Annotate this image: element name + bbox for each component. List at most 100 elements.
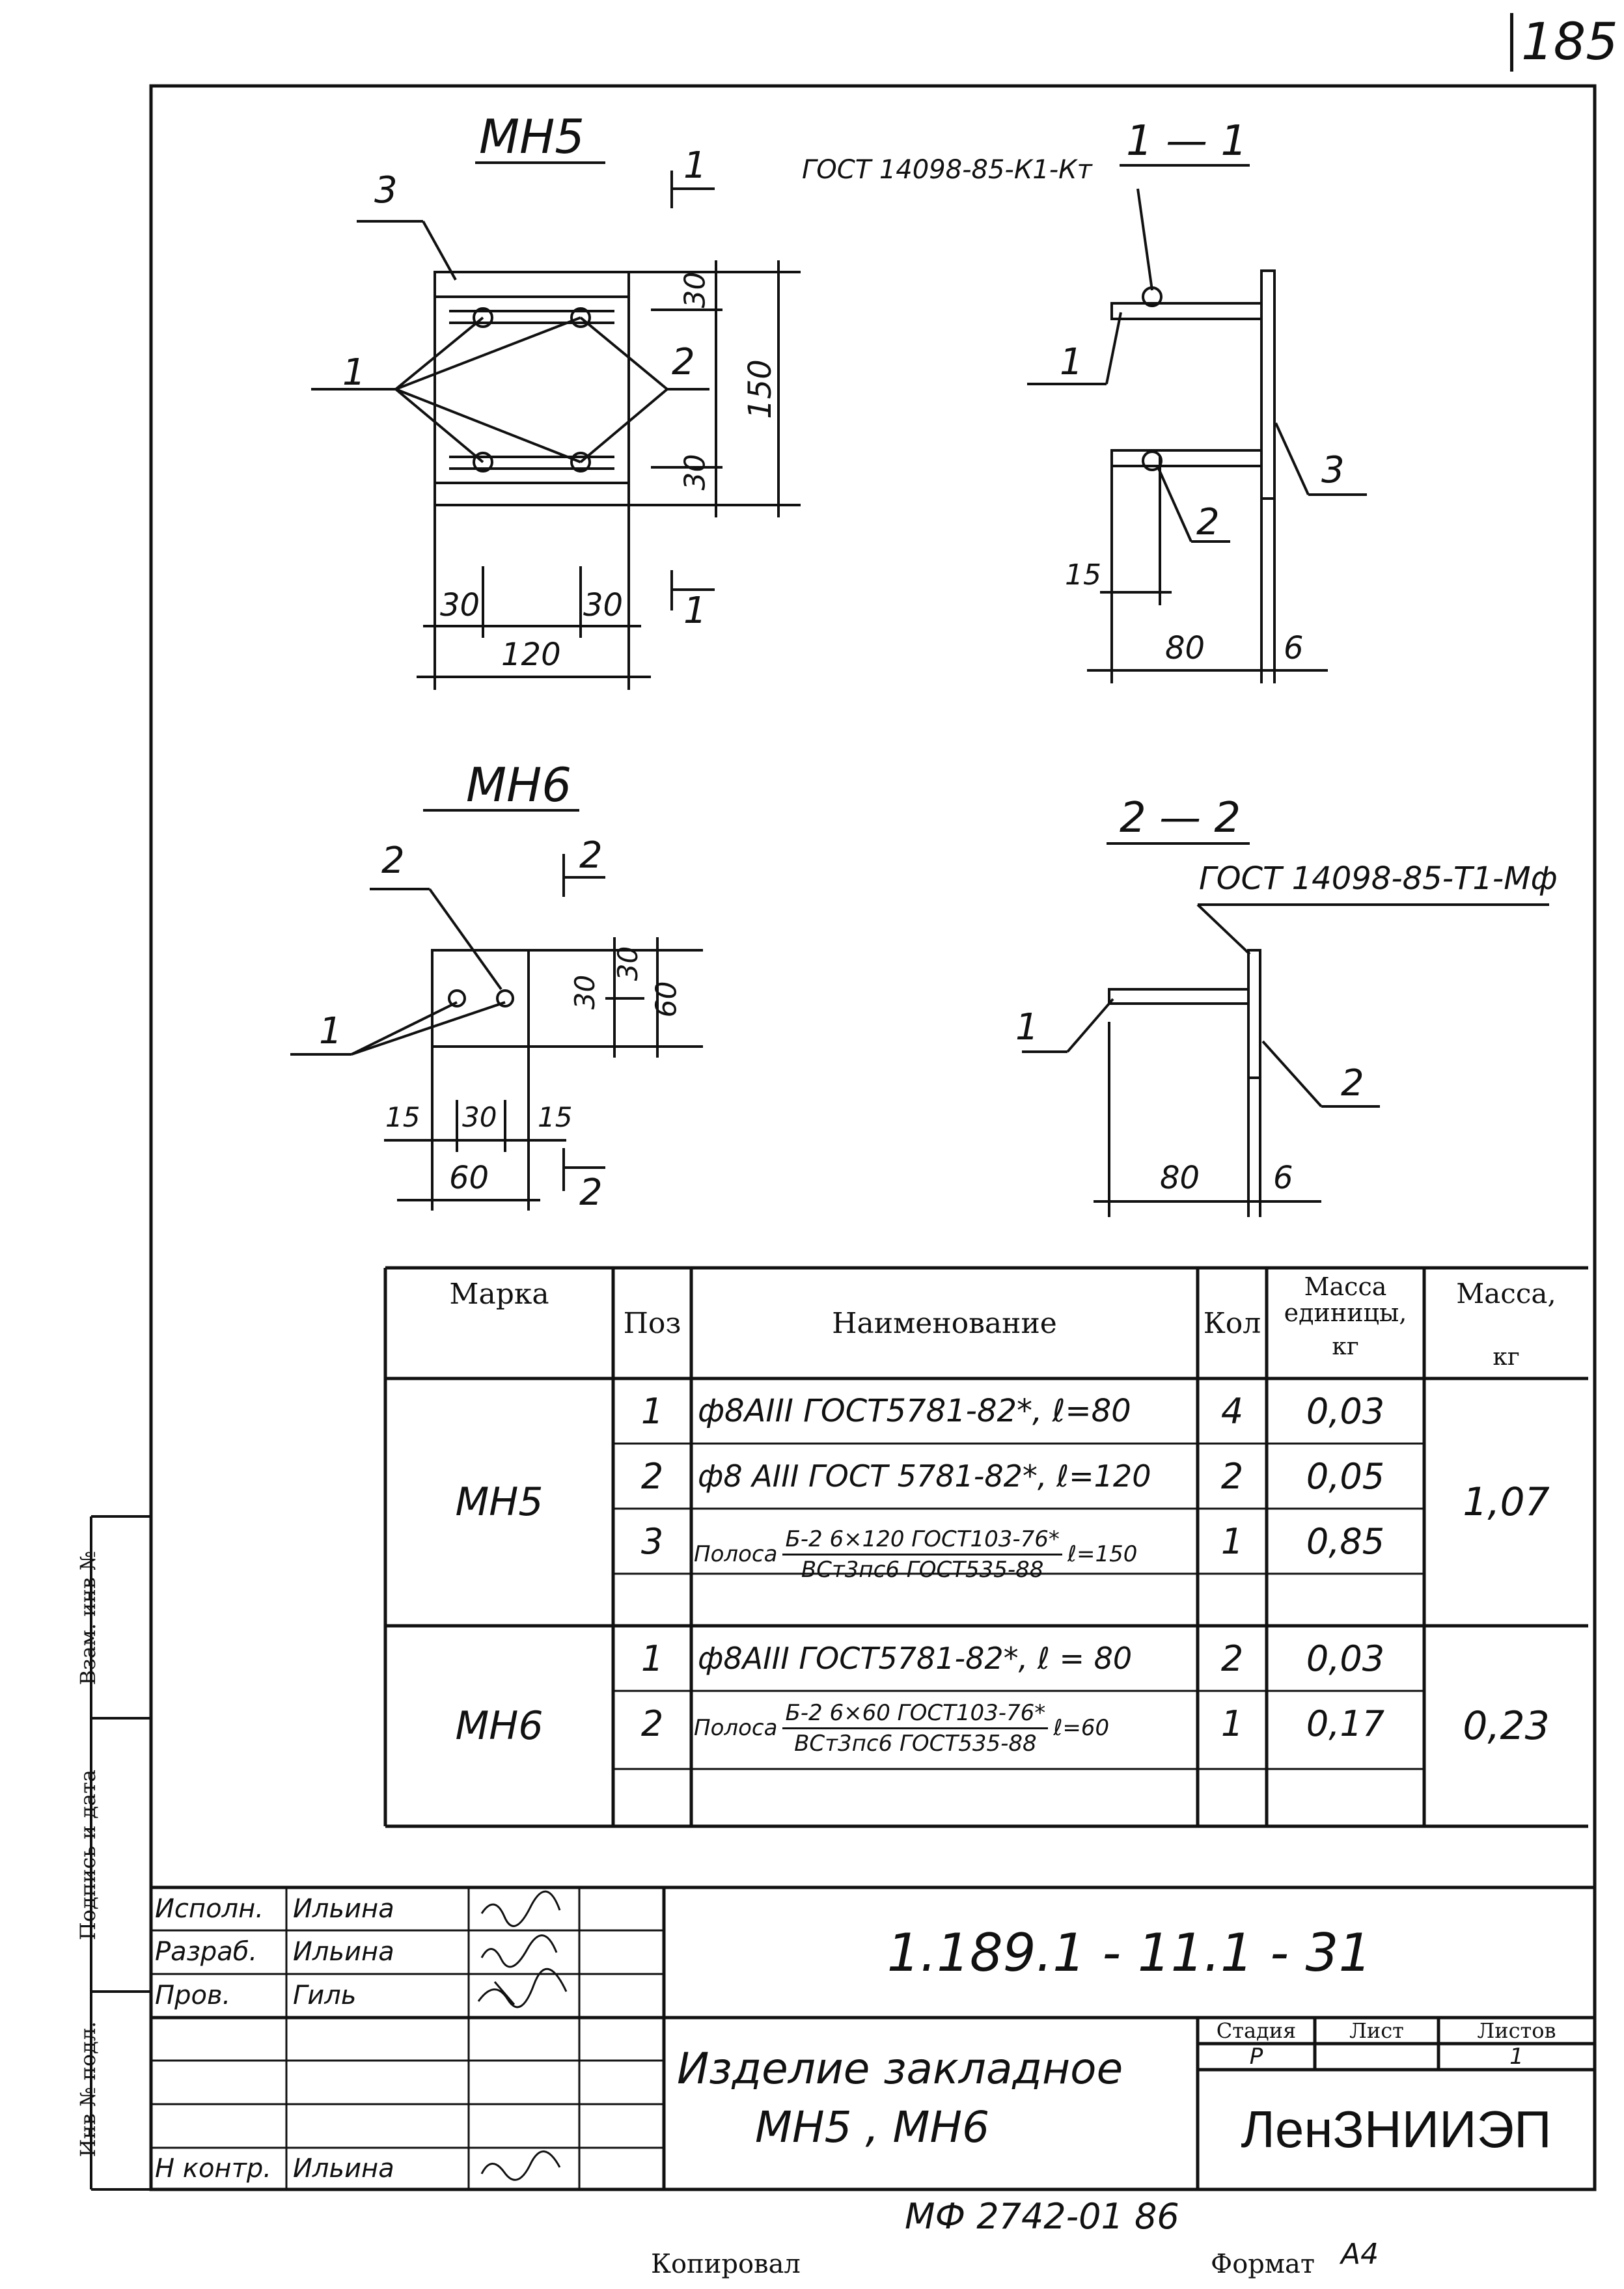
mn6-row2-fraction: Б-2 6×60 ГОСТ103-76* ВСт3пс6 ГОСТ535-88 [782,1700,1049,1757]
format-value: А4 [1341,2238,1379,2271]
mark-mn5: МН5 [455,1479,544,1525]
mn6-row2-unit: 0,17 [1306,1703,1385,1744]
total-mn5: 1,07 [1463,1479,1550,1525]
mn5-row3-num: Б-2 6×120 ГОСТ103-76* [782,1526,1062,1556]
name-prov: Гиль [293,1981,357,2010]
mn5-row2-name: ф8 АIII ГОСТ 5781-82*, ℓ=120 [698,1459,1151,1494]
header-sheet: Лист [1349,2018,1404,2043]
mn5-row2-pos: 2 [640,1455,664,1497]
side-stamp-grid [90,1515,151,2191]
dim-mn5-30-top: 30 [678,271,712,308]
document-code: 1.189.1 - 11.1 - 31 [887,1922,1372,1983]
sheet-frame [149,84,1597,2191]
product-name-line1: Изделие закладное [677,2044,1123,2094]
format-label: Формат [1211,2249,1315,2279]
spec-table-grid [383,1266,1588,1828]
mn6-title: МН6 [466,758,572,812]
mn6-row1-unit: 0,03 [1306,1638,1385,1679]
section-marker-1-top: 1 [683,144,707,187]
signature-prov [477,1967,568,2008]
section-marker-1-bottom: 1 [683,590,707,632]
mn5-row3-fraction: Б-2 6×120 ГОСТ103-76* ВСт3пс6 ГОСТ535-88 [782,1526,1062,1583]
dim-sec1-15: 15 [1065,558,1101,592]
dim-mn6-15-left: 15 [385,1101,420,1133]
mn5-row1-name: ф8АIII ГОСТ5781-82*, ℓ=80 [698,1393,1131,1429]
dim-sec2-80: 80 [1160,1160,1200,1196]
mn5-title: МН5 [479,109,585,164]
side-stamp-sign-date: Подпись и дата [76,1769,100,1941]
pos-label-1-sec2: 1 [1015,1006,1039,1049]
side-stamp-vzam-inv: Взам. инв № [76,1550,100,1686]
mn6-plan [290,854,703,1211]
header-pos: Поз [623,1306,681,1340]
header-mass: Масса, [1456,1277,1556,1309]
dim-sec2-6: 6 [1273,1160,1293,1196]
mn6-row1-qty: 2 [1220,1638,1244,1679]
mark-mn6: МН6 [455,1703,544,1749]
role-n-kontr: Н контр. [155,2154,271,2184]
pos-label-2-sec2: 2 [1341,1062,1364,1104]
mn5-row1-qty: 4 [1220,1390,1244,1432]
pos-label-2-mn6: 2 [381,840,405,882]
name-razrab: Ильина [293,1937,394,1967]
section-1-1 [1027,188,1367,683]
mn6-row1-pos: 1 [640,1638,664,1679]
signature-razrab [480,1934,558,1968]
mn5-row3-unit: 0,85 [1306,1520,1385,1562]
mn5-row3-suffix: ℓ=150 [1067,1541,1138,1567]
dim-mn5-30-bottom: 30 [678,454,712,491]
mn5-row1-unit: 0,03 [1306,1390,1385,1432]
mn6-row2-num: Б-2 6×60 ГОСТ103-76* [782,1700,1049,1729]
mn5-row3-qty: 1 [1220,1520,1244,1562]
copied-label: Копировал [651,2249,801,2279]
gost-weld-note-2: ГОСТ 14098-85-Т1-Мф [1199,860,1558,897]
pos-label-3-mn5: 3 [374,169,398,212]
pos-label-1-mn5: 1 [342,351,366,394]
stage-value: Р [1249,2044,1263,2070]
dim-mn6-15-right: 15 [538,1101,573,1133]
total-mn6: 0,23 [1463,1703,1550,1749]
pos-label-2-mn5: 2 [672,341,695,383]
mn5-row3-prefix: Полоса [694,1541,778,1567]
side-stamp-inv-orig: Инв № подл. [76,2021,100,2158]
section-marker-2-bottom: 2 [579,1172,603,1214]
mn6-row2-prefix: Полоса [694,1715,778,1741]
dim-mn5-30-right: 30 [583,587,624,624]
sheets-value: 1 [1509,2044,1524,2070]
dim-sec1-80: 80 [1165,630,1205,666]
mn5-row3-den: ВСт3пс6 ГОСТ535-88 [801,1556,1044,1583]
gost-weld-note-1: ГОСТ 14098-85-К1-Кт [802,155,1092,185]
dim-mn6-60-vert: 60 [650,981,683,1018]
header-stage: Стадия [1216,2018,1297,2043]
section-2-title: 2 — 2 [1120,794,1241,842]
pos-label-3-sec1: 3 [1321,449,1345,491]
mn6-row2-pos: 2 [640,1703,664,1744]
header-name: Наименование [832,1306,1057,1340]
pos-label-1-mn6: 1 [319,1010,342,1052]
header-sheets: Листов [1477,2018,1556,2043]
role-ispoln: Исполн. [155,1894,264,1924]
section-marker-2-top: 2 [579,834,603,877]
organization: ЛенЗНИИЭП [1241,2100,1552,2158]
dim-mn6-30-horiz: 30 [462,1101,497,1133]
mn6-row1-name: ф8АIII ГОСТ5781-82*, ℓ = 80 [698,1641,1133,1676]
dim-mn5-120: 120 [501,637,561,673]
mn6-row2-suffix: ℓ=60 [1053,1715,1110,1741]
mn6-row2-den: ВСт3пс6 ГОСТ535-88 [794,1730,1037,1757]
header-unit-mass: Масса единицы, [1284,1272,1407,1327]
header-mass-unit: кг [1493,1343,1520,1371]
section-2-2 [1022,903,1549,1217]
header-qty: Кол [1203,1306,1261,1340]
title-block-grid [151,1885,1595,2189]
dim-mn6-60-horiz: 60 [449,1160,489,1196]
signature-ispoln [480,1890,561,1927]
signature-n-kontr [480,2150,561,2181]
pos-label-2-sec1: 2 [1196,501,1220,543]
name-ispoln: Ильина [293,1894,394,1924]
doc-reference: МФ 2742-01 86 [905,2196,1179,2237]
dim-mn6-30-a: 30 [569,974,601,1010]
mn5-row3-name: Полоса Б-2 6×120 ГОСТ103-76* ВСт3пс6 ГОС… [694,1509,1196,1600]
name-n-kontr: Ильина [293,2154,394,2184]
mn5-row2-unit: 0,05 [1306,1455,1385,1497]
section-1-title: 1 — 1 [1126,117,1248,165]
